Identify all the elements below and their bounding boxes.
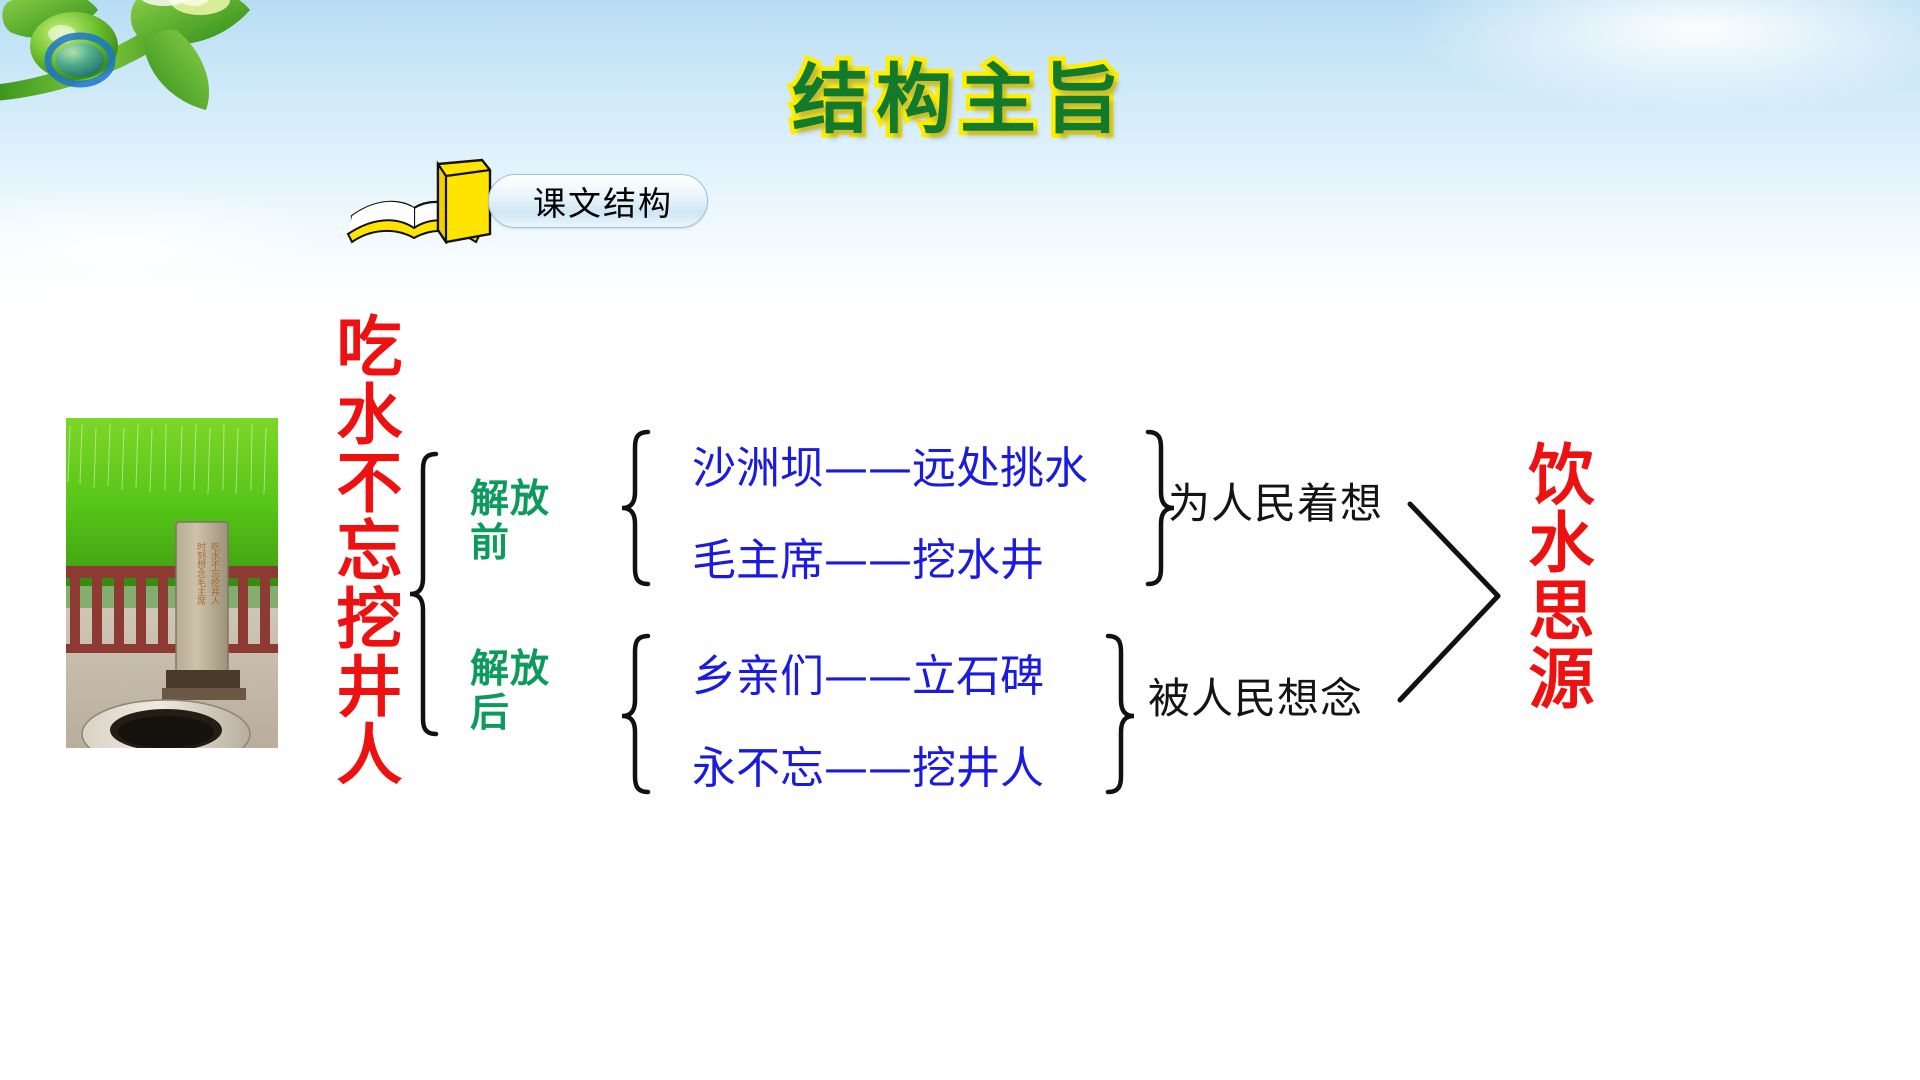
svg-text:时刻想念毛主席: 时刻想念毛主席 bbox=[195, 541, 206, 606]
diagram-item: 永不忘——挖井人 bbox=[692, 743, 1044, 794]
diagram-item: 毛主席——挖水井 bbox=[692, 535, 1044, 586]
branch-label-line-1: 解放 bbox=[470, 647, 551, 692]
conclusion-label: 饮水思源 bbox=[1517, 440, 1596, 712]
section-label: 课文结构 bbox=[533, 184, 673, 223]
leaf-decoration bbox=[0, 0, 288, 116]
branch-label-line-2: 前 bbox=[470, 520, 511, 566]
svg-text:吃水不忘挖井人: 吃水不忘挖井人 bbox=[209, 541, 220, 605]
branch-label-before-liberation: 解放 前 bbox=[470, 478, 588, 565]
branch-label-line-2: 后 bbox=[470, 690, 511, 736]
diagram-item: 乡亲们——立石碑 bbox=[692, 651, 1044, 702]
diagram-item: 沙洲坝——远处挑水 bbox=[692, 443, 1088, 494]
section-tag: 课文结构 bbox=[342, 158, 708, 246]
monument-photo: 吃水不忘挖井人 时刻想念毛主席 bbox=[66, 418, 278, 748]
sky-background bbox=[0, 0, 1920, 300]
branch-label-line-1: 解放 bbox=[470, 477, 551, 522]
branch-summary: 被人民想念 bbox=[1148, 674, 1364, 723]
branch-label-after-liberation: 解放 后 bbox=[470, 648, 588, 735]
page-title: 结构主旨 bbox=[788, 51, 1128, 149]
section-pill: 课文结构 bbox=[488, 174, 708, 228]
branch-summary: 为人民着想 bbox=[1168, 479, 1384, 528]
open-book-icon bbox=[342, 158, 502, 246]
root-label: 吃水不忘挖井人 bbox=[325, 312, 404, 788]
